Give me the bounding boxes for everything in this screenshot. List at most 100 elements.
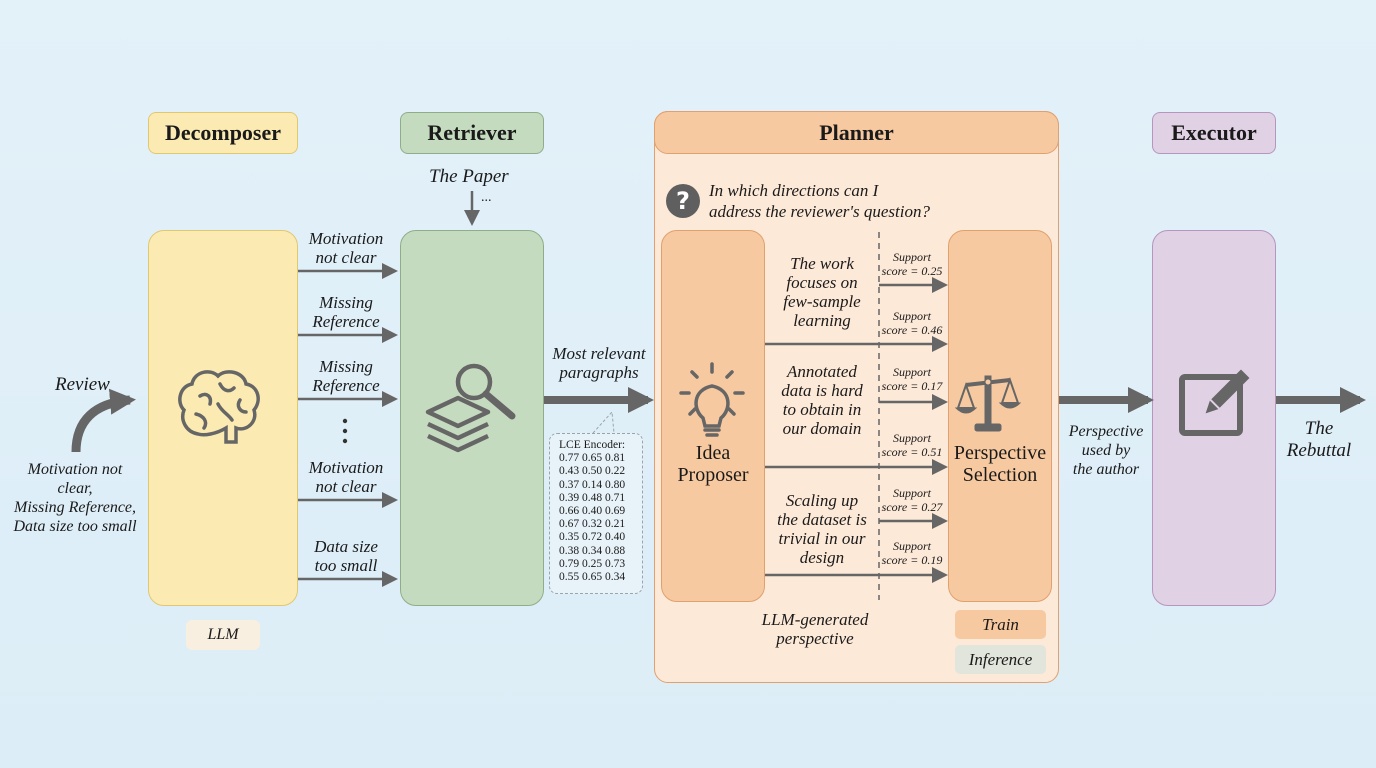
text-line: score = 0.19 xyxy=(881,553,943,567)
label-line: Perspective xyxy=(953,442,1047,464)
text-line: trivial in our xyxy=(778,529,866,548)
paper-ellipsis: ... xyxy=(481,190,492,205)
executor-title: Executor xyxy=(1152,112,1276,154)
text-line: score = 0.51 xyxy=(881,445,943,459)
text-line: paragraphs xyxy=(559,363,639,382)
text-line: Missing Reference, xyxy=(13,499,137,516)
text-line: not clear xyxy=(315,477,377,496)
encoder-title: LCE Encoder: xyxy=(559,439,626,451)
question-icon: ? xyxy=(666,184,700,218)
more-dots xyxy=(342,418,348,424)
text-line: the author xyxy=(1072,461,1140,478)
review-label: Review xyxy=(55,374,110,395)
text-line: used by xyxy=(1081,442,1131,459)
text-line: Annotated xyxy=(787,362,857,381)
text-line: Reference xyxy=(312,376,380,395)
llm-label: LLM xyxy=(186,620,260,650)
text-line: Support xyxy=(892,250,931,264)
text-line: The xyxy=(1304,418,1334,439)
text-line: The work xyxy=(790,254,854,273)
text-line: Support xyxy=(892,539,931,553)
encoder-row: 0.43 0.50 0.22 xyxy=(559,465,626,478)
encoder-row: 0.39 0.48 0.71 xyxy=(559,491,626,504)
text-line: to obtain in xyxy=(782,400,862,419)
text-line: Support xyxy=(892,431,931,445)
text-line: Reference xyxy=(312,312,380,331)
text-line: our domain xyxy=(782,419,862,438)
document-search-icon xyxy=(425,363,516,453)
question-line: address the reviewer's question? xyxy=(709,202,930,221)
label-line: Selection xyxy=(962,464,1038,486)
text-line: Data size too small xyxy=(13,518,137,535)
text-line: learning xyxy=(793,311,851,330)
text-line: Rebuttal xyxy=(1286,440,1352,461)
text-line: too small xyxy=(314,556,378,575)
text-line: Data size xyxy=(314,537,378,556)
executor-block xyxy=(1152,230,1276,606)
label-line: Proposer xyxy=(677,464,749,486)
lightbulb-icon xyxy=(679,362,745,437)
encoder-row: 0.37 0.14 0.80 xyxy=(559,478,626,491)
selected-perspective-label: Perspective used by the author xyxy=(1058,422,1154,479)
edit-icon xyxy=(1179,369,1250,436)
encoder-row: 0.77 0.65 0.81 xyxy=(559,452,626,465)
text-line: Perspective xyxy=(1068,423,1144,440)
text-line: score = 0.46 xyxy=(881,323,943,337)
scales-icon xyxy=(954,375,1022,432)
text-line: the dataset is xyxy=(777,510,867,529)
decomposer-block xyxy=(148,230,298,606)
brain-icon xyxy=(178,370,260,444)
encoder-row: 0.66 0.40 0.69 xyxy=(559,505,626,518)
text-line: score = 0.27 xyxy=(881,500,943,514)
perspective-selection-block xyxy=(948,230,1052,602)
label-line: Idea xyxy=(695,442,731,464)
legend-inference: Inference xyxy=(955,645,1046,674)
text-line: Motivation xyxy=(308,229,384,248)
encoder-row: 0.67 0.32 0.21 xyxy=(559,518,626,531)
text-line: design xyxy=(799,548,845,567)
idea-proposer-block xyxy=(661,230,765,602)
text-line: data is hard xyxy=(781,381,863,400)
retriever-title: Retriever xyxy=(400,112,544,154)
encoder-row: 0.35 0.72 0.40 xyxy=(559,531,626,544)
text-line: score = 0.17 xyxy=(881,379,943,393)
text-line: Most relevant xyxy=(552,344,646,363)
planner-question: In which directions can I address the re… xyxy=(709,180,930,222)
text-line: Motivation xyxy=(308,458,384,477)
question-line: In which directions can I xyxy=(709,181,879,200)
text-line: Scaling up xyxy=(785,491,859,510)
encoder-row: 0.79 0.25 0.73 xyxy=(559,557,626,570)
review-arrow xyxy=(71,388,136,453)
idea-proposer-label: Idea Proposer xyxy=(661,442,765,486)
paper-input-label: The Paper xyxy=(429,166,509,187)
text-line: not clear xyxy=(315,248,377,267)
text-line: score = 0.25 xyxy=(881,264,943,278)
encoder-row: 0.38 0.34 0.88 xyxy=(559,544,626,557)
text-line: focuses on xyxy=(786,273,858,292)
text-line: Support xyxy=(892,309,931,323)
legend-train: Train xyxy=(955,610,1046,639)
text-line: Missing xyxy=(319,293,373,312)
text-line: Support xyxy=(892,486,931,500)
perspective-selection-label: Perspective Selection xyxy=(940,442,1060,486)
text-line: Support xyxy=(892,365,931,379)
